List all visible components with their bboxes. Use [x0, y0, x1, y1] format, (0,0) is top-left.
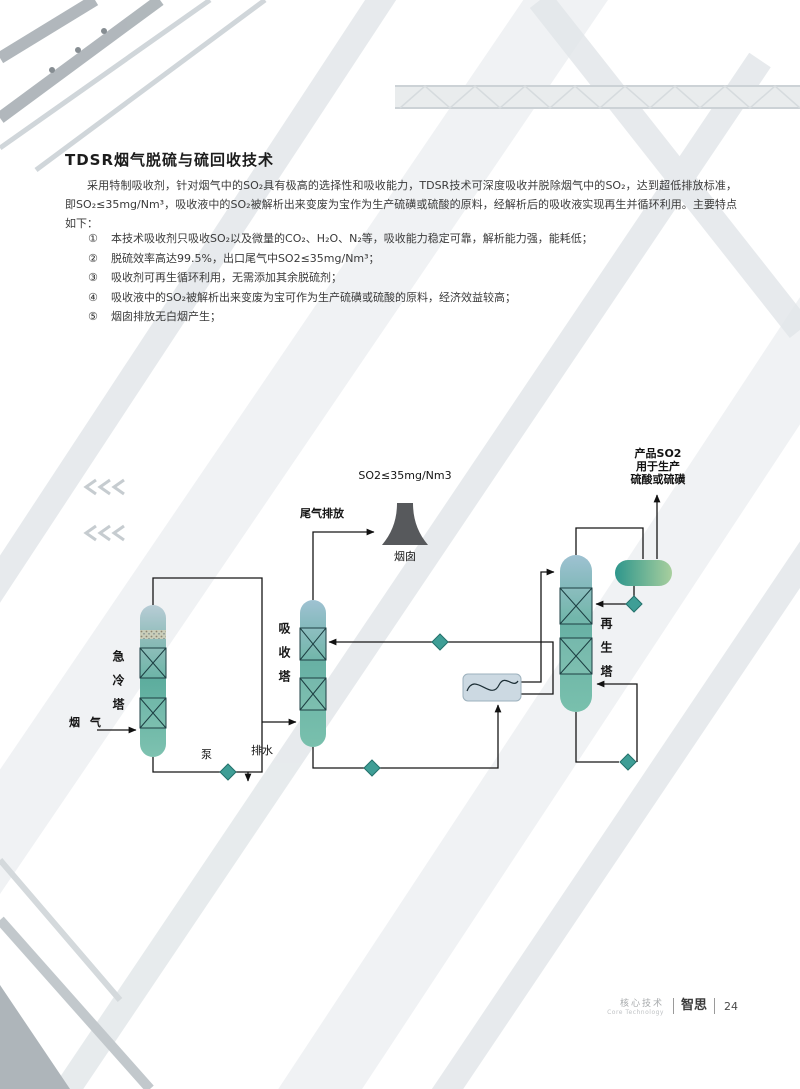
- list-item: ④ 吸收液中的SO₂被解析出来变废为宝可作为生产硫磺或硫酸的原料，经济效益较高；: [88, 288, 738, 308]
- list-text: 脱硫效率高达99.5%，出口尾气中SO2≤35mg/Nm³；: [111, 251, 380, 265]
- pump-icon: [625, 595, 643, 613]
- pump-icon: [363, 759, 381, 777]
- list-text: 烟囱排放无白烟产生；: [111, 310, 221, 323]
- absorption-tower-shape: [299, 600, 327, 747]
- list-text: 本技术吸收剂只吸收SO₂以及微量的CO₂、H₂O、N₂等，吸收能力稳定可靠，解析…: [111, 232, 593, 245]
- pump-icon: [219, 763, 237, 781]
- so2-limit-label: SO2≤35mg/Nm3: [358, 469, 452, 482]
- flue-gas-label: 烟 气: [69, 716, 104, 729]
- regeneration-tower-shape: [559, 555, 593, 712]
- page-number: 24: [724, 999, 738, 1013]
- list-marker: ②: [88, 251, 98, 265]
- list-item: ② 脱硫效率高达99.5%，出口尾气中SO2≤35mg/Nm³；: [88, 249, 738, 269]
- chevron-decoration: [83, 478, 125, 542]
- chimney-shape: [382, 503, 428, 545]
- product-so2-label: 产品SO2 用于生产 硫酸或硫磺: [630, 447, 686, 486]
- quench-tower-label: 急冷塔: [111, 650, 125, 722]
- regeneration-tower-label: 再生塔: [599, 617, 613, 689]
- condenser-vessel-shape: [615, 560, 672, 586]
- page-footer: 核心技术 Core Technology 智思 24: [607, 996, 738, 1016]
- footer-brand: 核心技术 Core Technology: [607, 996, 664, 1016]
- heat-exchanger-shape: [462, 673, 522, 702]
- pump-icon: [619, 753, 637, 771]
- feature-list: ① 本技术吸收剂只吸收SO₂以及微量的CO₂、H₂O、N₂等，吸收能力稳定可靠，…: [88, 229, 738, 327]
- footer-brand-en: Core Technology: [607, 1009, 664, 1016]
- tail-gas-label: 尾气排放: [300, 507, 344, 520]
- drain-label: 排水: [251, 744, 273, 757]
- chimney-label: 烟囱: [394, 550, 416, 563]
- list-marker: ③: [88, 271, 98, 284]
- list-item: ① 本技术吸收剂只吸收SO₂以及微量的CO₂、H₂O、N₂等，吸收能力稳定可靠，…: [88, 229, 738, 249]
- absorption-tower-label: 吸收塔: [277, 622, 291, 694]
- list-item: ⑤ 烟囱排放无白烟产生；: [88, 307, 738, 327]
- top-beam-decoration: [395, 85, 800, 109]
- list-marker: ④: [88, 290, 98, 304]
- quench-tower-shape: [139, 605, 167, 757]
- pump-icons: [219, 595, 643, 781]
- flow-diagram-graphic: [97, 494, 672, 782]
- list-marker: ⑤: [88, 310, 98, 323]
- intro-paragraph: 采用特制吸收剂，针对烟气中的SO₂具有极高的选择性和吸收能力，TDSR技术可深度…: [65, 179, 737, 230]
- footer-logo: 智思: [672, 998, 715, 1014]
- list-text: 吸收液中的SO₂被解析出来变废为宝可作为生产硫磺或硫酸的原料，经济效益较高；: [111, 290, 517, 304]
- list-marker: ①: [88, 232, 98, 245]
- bottom-left-decoration: [0, 858, 154, 1089]
- list-item: ③ 吸收剂可再生循环利用，无需添加其余脱硫剂；: [88, 268, 738, 288]
- footer-brand-cn: 核心技术: [619, 999, 664, 1009]
- pump-icon: [431, 633, 449, 651]
- list-text: 吸收剂可再生循环利用，无需添加其余脱硫剂；: [111, 271, 342, 284]
- page-title: TDSR烟气脱硫与硫回收技术: [65, 151, 275, 170]
- pump-label: 泵: [201, 748, 212, 761]
